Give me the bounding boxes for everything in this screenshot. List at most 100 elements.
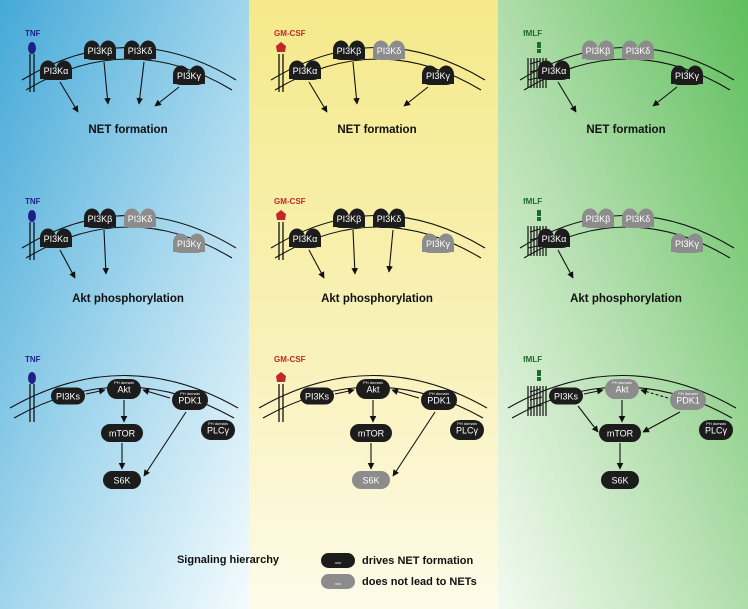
panel-tnf-row1-arrow-alpha: [59, 81, 79, 113]
panel-gmcsf-background: [249, 0, 498, 609]
panel-gmcsf-row2-pi3k-delta-label: PI3Kδ: [377, 214, 402, 224]
panel-fmlf-row1-pi3k-alpha-base: [538, 69, 570, 80]
panel-tnf-row3-pdk1-ph-label: PH domain: [180, 391, 200, 396]
panel-gmcsf-row1-outcome: NET formation: [337, 124, 416, 136]
panel-tnf-row3-membrane-outer: [9, 374, 239, 409]
panel-fmlf-row3-pdk1-shape: [670, 390, 706, 410]
panel-gmcsf-row1-pi3k-alpha-label: PI3Kα: [293, 66, 318, 76]
panel-tnf-row3-mtor-shape: [101, 424, 143, 442]
panel-tnf-row2-pi3k-delta-base: [124, 217, 156, 228]
panel-tnf-row1-pi3k-gamma-label: PI3Kγ: [177, 71, 202, 81]
panel-gmcsf-row1-pi3k-beta-label: PI3Kβ: [337, 46, 362, 56]
panel-tnf-row3-plcg-ph-label: PH domain: [208, 421, 228, 426]
panel-gmcsf-row3-receptor-ligand: [276, 372, 286, 382]
panel-fmlf-row3-plcg-ph-label: PH domain: [706, 421, 726, 426]
panel-fmlf-row3-mtor-label: mTOR: [607, 429, 634, 439]
panel-fmlf-row2-pi3k-gamma-base: [671, 242, 703, 253]
panel-tnf-row3-akt-shape: [107, 379, 141, 399]
panel-gmcsf-row1-receptor-ligand: [276, 42, 286, 52]
legend-inactive-swatch-text: xxx: [335, 581, 341, 586]
panel-tnf-row2-receptor-ligand: [28, 210, 36, 222]
panel-tnf-row1-pi3k-alpha-base: [40, 69, 72, 80]
panel-gmcsf-row3-pdk1-label: PDK1: [427, 396, 451, 406]
panel-tnf-row1-pi3k-delta-label: PI3Kδ: [128, 46, 153, 56]
panel-fmlf-row2-receptor-ligand: [537, 210, 541, 216]
panel-fmlf-row1-pi3k-gamma-base: [671, 74, 703, 85]
panel-fmlf-row2-pi3k-beta-label: PI3Kβ: [586, 214, 611, 224]
panel-fmlf-row1-pi3k-alpha-label: PI3Kα: [542, 66, 567, 76]
panel-gmcsf-row3-arrow-pdk1-akt: [391, 388, 420, 399]
panel-fmlf-row3-pi3ks-shape: [549, 387, 583, 405]
panel-fmlf-row3-arrow-pi3ks-mtor: [577, 405, 599, 433]
panel-gmcsf-row1-arrow-alpha: [308, 81, 328, 113]
panel-fmlf-row1-receptor-ligand2: [537, 49, 541, 53]
panel-fmlf-row3-plcg-shape: [699, 420, 733, 440]
panel-gmcsf-row3-plcg-ph-label: PH domain: [457, 421, 477, 426]
panel-tnf-row3-akt-ph-label: PH domain: [114, 380, 134, 385]
panel-gmcsf-row2-receptor-ligand: [276, 210, 286, 220]
panel-fmlf-row3-akt-ph-label: PH domain: [612, 380, 632, 385]
panel-gmcsf-row1-pi3k-gamma-label: PI3Kγ: [426, 71, 451, 81]
panel-fmlf-row3-arrow-pdk1-mtor: [642, 411, 681, 433]
panel-fmlf-row3-pdk1-ph-label: PH domain: [678, 391, 698, 396]
panel-fmlf-row3-s6k-shape: [601, 471, 639, 489]
legend-active-swatch-text: xxx: [335, 560, 341, 565]
panel-fmlf-row1-pi3k-beta-base: [582, 49, 614, 60]
panel-gmcsf-row3-pi3ks-label: PI3Ks: [305, 392, 330, 402]
panel-gmcsf-row3-akt-label: Akt: [366, 385, 380, 395]
legend-inactive-swatch: [321, 574, 355, 589]
panel-gmcsf-row1-arrow-gamma: [403, 86, 429, 107]
panel-tnf-row2-pi3k-gamma-base: [173, 242, 205, 253]
panel-gmcsf-row3-arrow-pi3ks-akt: [334, 387, 355, 395]
panel-gmcsf-row3-akt-shape: [356, 379, 390, 399]
panel-gmcsf-row2-pi3k-beta-label: PI3Kβ: [337, 214, 362, 224]
panel-tnf-row1-pi3k-beta-label: PI3Kβ: [88, 46, 113, 56]
panel-tnf-row1-arrow-delta: [136, 61, 145, 105]
panel-gmcsf-row3-s6k-shape: [352, 471, 390, 489]
panel-tnf-row3-arrow-pdk1-s6k: [143, 411, 187, 477]
panel-gmcsf-row3-pdk1-ph-label: PH domain: [429, 391, 449, 396]
panel-fmlf-row1-pi3k-delta-base: [622, 49, 654, 60]
panel-gmcsf-row3-arrow-pdk1-s6k: [392, 411, 436, 477]
panel-fmlf-row3-s6k-label: S6K: [611, 476, 628, 486]
panel-fmlf-row1-outcome: NET formation: [586, 124, 665, 136]
panel-gmcsf-row2-arrow-delta: [386, 229, 394, 273]
panel-gmcsf-row1-pi3k-delta-label: PI3Kδ: [377, 46, 402, 56]
panel-fmlf-row2-arrow-alpha: [557, 249, 574, 279]
panel-tnf-background: [0, 0, 249, 609]
panel-gmcsf-row3-membrane-outer: [258, 374, 488, 409]
panel-tnf-row3-arrow-pi3ks-akt: [85, 387, 106, 395]
panel-tnf-row1-pi3k-alpha-label: PI3Kα: [44, 66, 69, 76]
panel-tnf-row1-receptor-ligand: [28, 42, 36, 54]
panel-fmlf-row2-pi3k-delta-label: PI3Kδ: [626, 214, 651, 224]
panel-gmcsf-row2-arrow-beta: [351, 229, 359, 275]
panel-fmlf-row2-pi3k-alpha-label: PI3Kα: [542, 234, 567, 244]
panel-tnf-row1-pi3k-delta-base: [124, 49, 156, 60]
panel-tnf-row3-pdk1-shape: [172, 390, 208, 410]
panel-gmcsf-row3-pi3ks-shape: [300, 387, 334, 405]
panel-fmlf-row3-akt-label: Akt: [615, 385, 629, 395]
panel-fmlf-row2-pi3k-gamma-label: PI3Kγ: [675, 239, 700, 249]
panel-gmcsf-row2-stimulus-label: GM-CSF: [274, 197, 306, 206]
panel-gmcsf-row3-stimulus-label: GM-CSF: [274, 355, 306, 364]
panel-tnf-row2-pi3k-alpha-base: [40, 237, 72, 248]
panel-gmcsf-row2-pi3k-gamma-base: [422, 242, 454, 253]
legend-title: Signaling hierarchy: [177, 554, 280, 566]
panel-gmcsf-row1-arrow-beta: [352, 61, 360, 105]
panel-fmlf-row3-akt-shape: [605, 379, 639, 399]
panel-gmcsf-row3-plcg-shape: [450, 420, 484, 440]
panel-gmcsf-row2-pi3k-delta-base: [373, 217, 405, 228]
panel-tnf-row3-s6k-shape: [103, 471, 141, 489]
panel-fmlf-row1-arrow-alpha: [557, 81, 577, 113]
panel-tnf-row2-pi3k-delta-label: PI3Kδ: [128, 214, 153, 224]
panel-tnf-row3-pi3ks-shape: [51, 387, 85, 405]
panel-gmcsf-row2-pi3k-alpha-label: PI3Kα: [293, 234, 318, 244]
legend-active-swatch: [321, 553, 355, 568]
panel-fmlf-row1-pi3k-delta-label: PI3Kδ: [626, 46, 651, 56]
panel-tnf-row3-arrow-pdk1-akt: [142, 388, 171, 399]
panel-gmcsf-row1-pi3k-delta-base: [373, 49, 405, 60]
panel-fmlf-row2-pi3k-delta-base: [622, 217, 654, 228]
panel-fmlf-row1-receptor-ligand: [537, 42, 541, 48]
panel-fmlf-row3-receptor-ligand: [537, 370, 541, 376]
